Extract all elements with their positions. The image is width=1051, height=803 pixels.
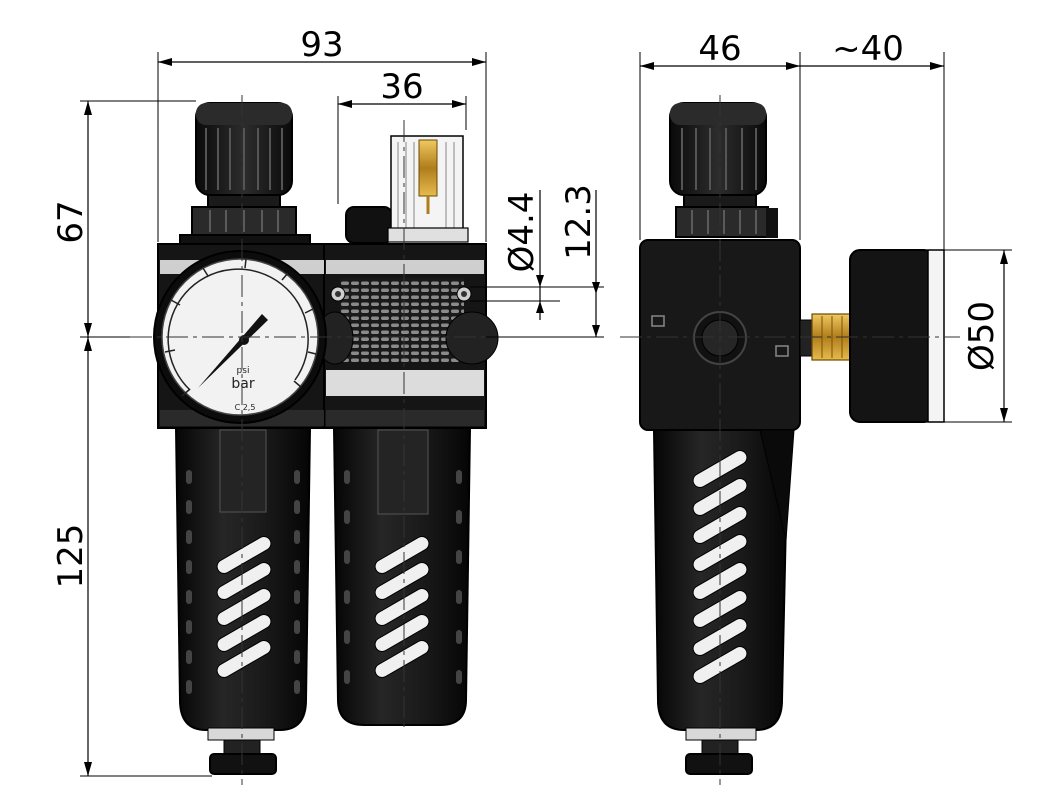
- dim-hole-diameter: Ø4.4: [502, 192, 542, 273]
- side-view: [620, 95, 960, 785]
- side-regulator-knob: [669, 102, 778, 238]
- lubricator-bowl: [332, 427, 472, 726]
- side-dimensions: 46 ~40 Ø50: [639, 29, 1012, 423]
- dim-gauge-diameter: Ø50: [962, 301, 1002, 371]
- dim-side-width: 46: [698, 29, 741, 69]
- dim-bottom-height: 125: [51, 524, 91, 589]
- filter-bowl: [174, 427, 312, 775]
- side-gauge: [799, 249, 945, 423]
- dim-gauge-depth: ~40: [832, 29, 904, 69]
- lubricator-top: [345, 135, 469, 244]
- dim-top-height: 67: [51, 200, 91, 243]
- front-dimensions: 93 36 67 125 Ø4.4 12.3: [51, 25, 604, 777]
- dim-hole-offset: 12.3: [559, 184, 599, 260]
- side-bowl: [652, 429, 795, 775]
- front-view: psi bar C 2,5: [130, 95, 545, 785]
- regulator-neck: [179, 194, 311, 246]
- regulator-knob: [195, 102, 293, 196]
- gauge-class: C 2,5: [235, 403, 256, 412]
- dim-total-width: 93: [300, 25, 343, 65]
- gauge-unit-psi: psi: [237, 366, 250, 376]
- dim-lubricator-width: 36: [380, 67, 423, 107]
- gauge-unit-bar: bar: [231, 376, 254, 392]
